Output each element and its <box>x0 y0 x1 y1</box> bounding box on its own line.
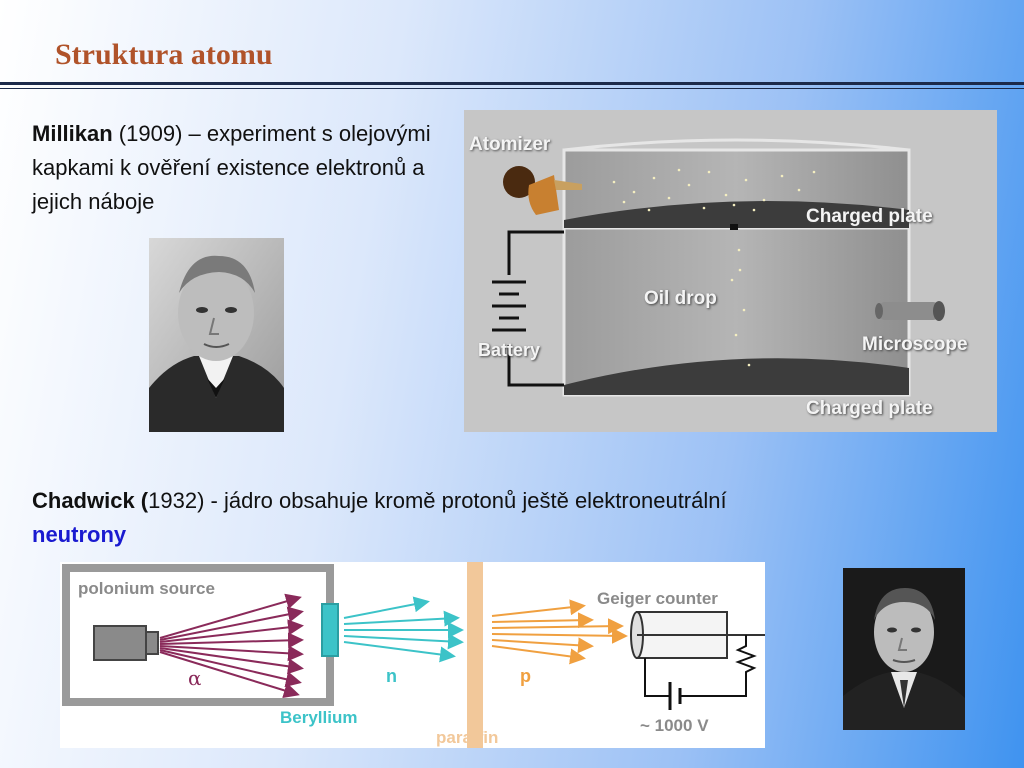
oil-drop-label: Oil drop <box>644 288 717 309</box>
beryllium-label: Beryllium <box>280 708 358 727</box>
title-divider <box>0 82 1024 85</box>
paraffin-label: paraffin <box>436 728 499 747</box>
polonium-source-label: polonium source <box>78 579 215 598</box>
millikan-name: Millikan <box>32 121 113 146</box>
atomizer-label: Atomizer <box>469 134 551 155</box>
millikan-apparatus-diagram: Atomizer Charged plate Oil drop Battery … <box>464 110 997 432</box>
battery-label: Battery <box>478 340 541 360</box>
chadwick-portrait <box>843 568 965 730</box>
neutrony-highlight: neutrony <box>32 522 127 547</box>
neutron-label: n <box>386 666 397 686</box>
chadwick-name: Chadwick ( <box>32 488 149 513</box>
slide-title: Struktura atomu <box>55 38 273 71</box>
chadwick-experiment-diagram: polonium source α Beryllium n paraffin p… <box>60 562 765 748</box>
geiger-counter-label: Geiger counter <box>597 589 718 608</box>
charged-plate-top-label: Charged plate <box>806 206 933 227</box>
charged-plate-bottom-label: Charged plate <box>806 398 933 419</box>
millikan-text: (1909) – experiment s olejovými kapkami … <box>32 121 431 214</box>
voltage-label: ~ 1000 V <box>640 716 709 735</box>
alpha-label: α <box>188 666 202 690</box>
millikan-portrait <box>149 238 284 432</box>
proton-label: p <box>520 666 531 686</box>
title-divider-thin <box>0 88 1024 89</box>
millikan-paragraph: Millikan (1909) – experiment s olejovými… <box>32 117 432 219</box>
chadwick-text: 1932) - jádro obsahuje kromě protonů ješ… <box>148 488 727 513</box>
microscope-label: Microscope <box>862 334 968 355</box>
chadwick-paragraph: Chadwick (1932) - jádro obsahuje kromě p… <box>32 484 992 552</box>
